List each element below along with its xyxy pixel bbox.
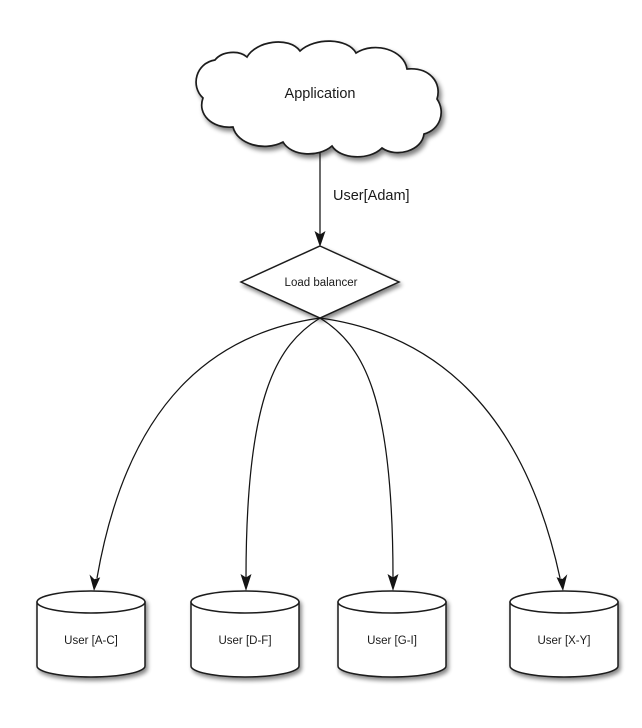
arrow-head-db-3 (387, 574, 399, 591)
cylinder-top-1 (36, 590, 146, 614)
node-database-2[interactable]: User [D-F] (190, 590, 300, 678)
edge-curve-db-3 (319, 317, 394, 579)
node-database-3[interactable]: User [G-I] (337, 590, 447, 678)
cylinder-top-3 (337, 590, 447, 614)
database-3-label: User [G-I] (367, 635, 417, 647)
application-label: Application (285, 86, 356, 102)
database-1-label: User [A-C] (64, 635, 118, 647)
load-balancer-label: Load balancer (285, 277, 358, 289)
cylinder-body-4 (509, 601, 619, 678)
database-2-label: User [D-F] (218, 635, 271, 647)
edge-balancer-to-db-4 (319, 317, 568, 591)
database-4-label: User [X-Y] (537, 635, 590, 647)
cylinder-body-1 (36, 601, 146, 678)
edge-balancer-to-db-2 (240, 317, 321, 591)
arrow-head-db-4 (556, 574, 568, 591)
edge-curve-db-4 (319, 317, 561, 579)
cylinder-top-2 (190, 590, 300, 614)
edge-balancer-to-db-1 (89, 317, 321, 591)
arrow-head-app-lb (314, 231, 326, 247)
edge-balancer-to-db-3 (319, 317, 399, 591)
edge-curve-db-2 (245, 317, 321, 579)
cylinder-body-2 (190, 601, 300, 678)
arrow-head-db-2 (240, 574, 252, 591)
node-database-1[interactable]: User [A-C] (36, 590, 146, 678)
node-load-balancer[interactable]: Load balancer (239, 245, 401, 319)
arrow-head-db-1 (89, 574, 101, 591)
edge-label-user-adam: User[Adam] (333, 188, 410, 204)
cloud-shape (195, 40, 442, 158)
cylinder-top-4 (509, 590, 619, 614)
node-database-4[interactable]: User [X-Y] (509, 590, 619, 678)
edge-application-to-balancer: User[Adam] (314, 152, 410, 247)
cylinder-body-3 (337, 601, 447, 678)
edge-curve-db-1 (96, 317, 321, 579)
node-application[interactable]: Application (195, 40, 442, 158)
